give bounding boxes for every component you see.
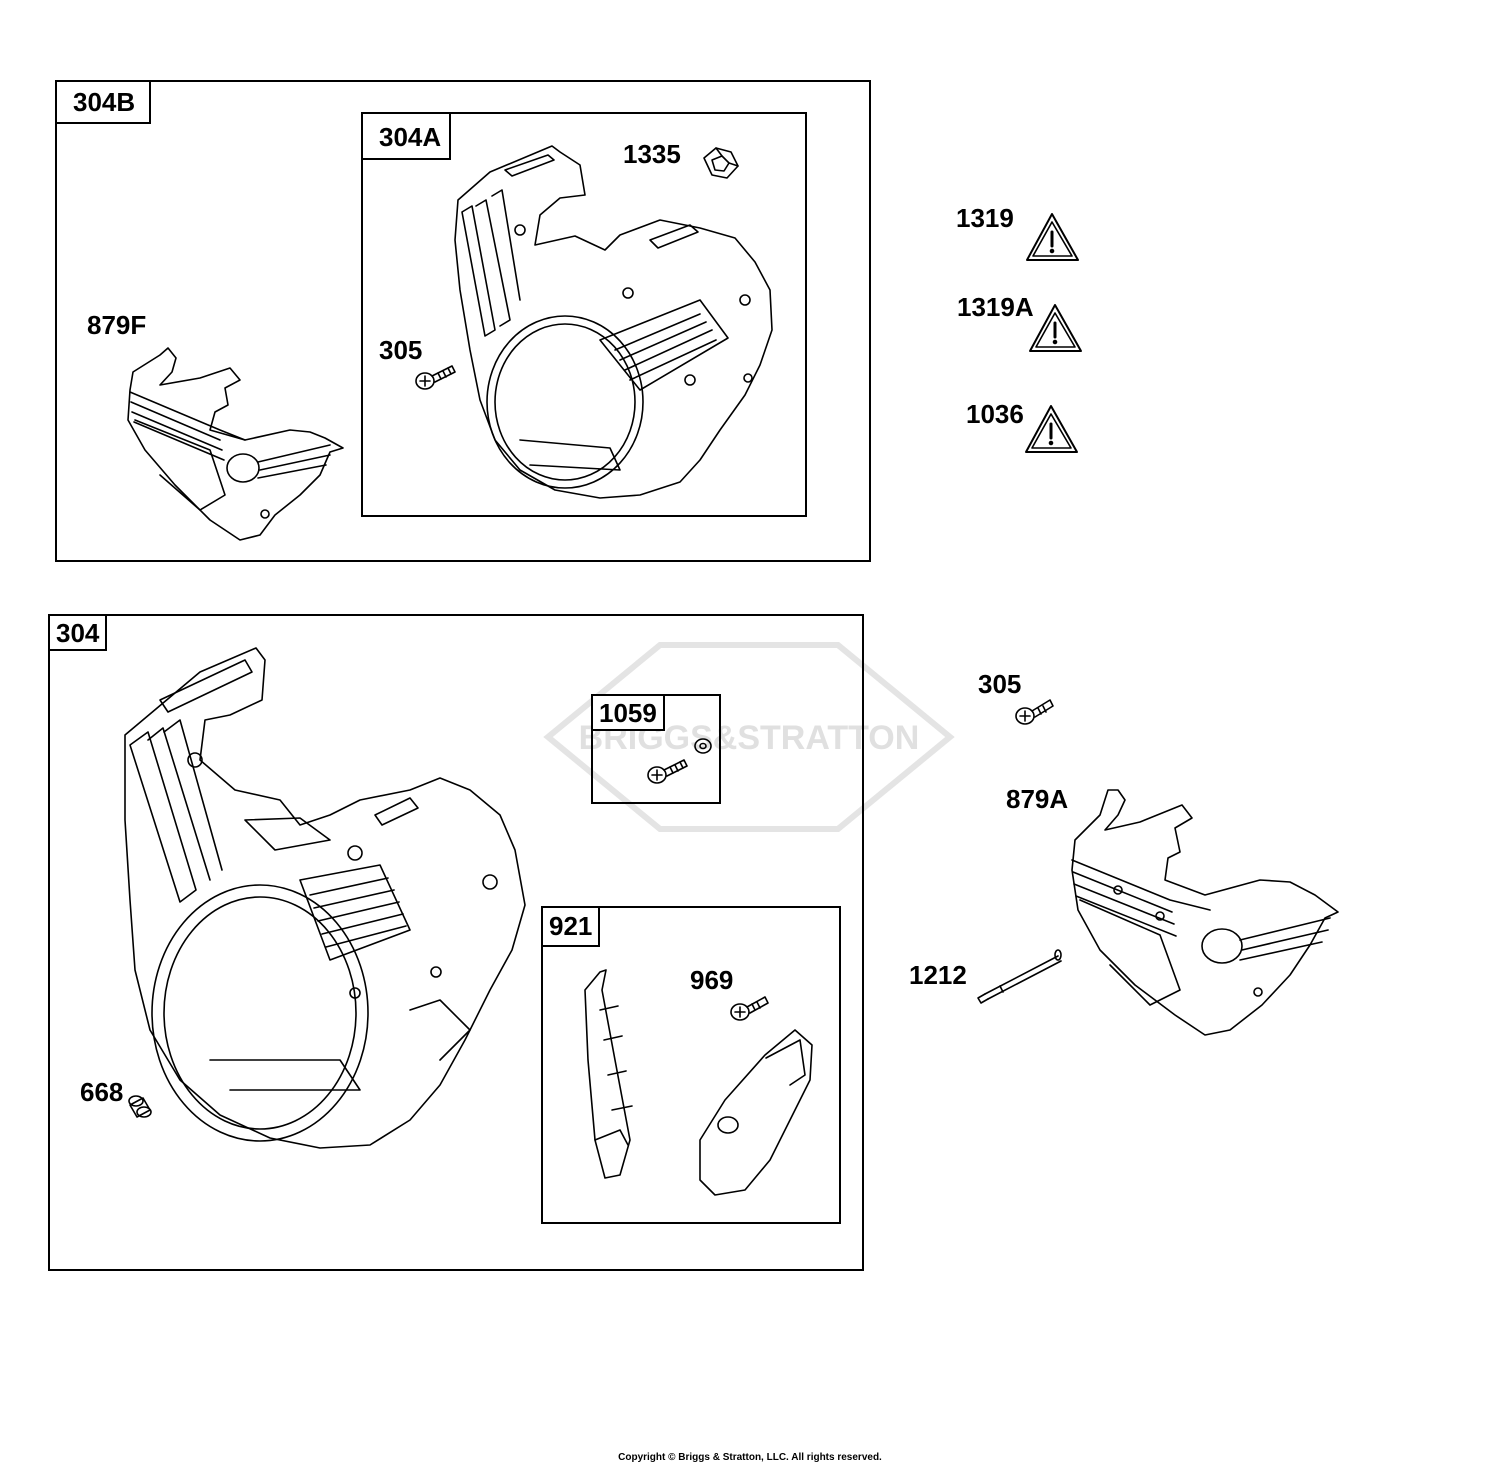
group-304-frame: 304 <box>48 614 864 1271</box>
callout-1212: 1212 <box>909 960 967 990</box>
warning-decal-1319A <box>1029 304 1082 352</box>
baffle-921 <box>584 969 813 1196</box>
copyright-footer: Copyright © Briggs & Stratton, LLC. All … <box>618 1452 882 1463</box>
group-304-tag: 304 <box>48 614 108 651</box>
group-304B-frame: 304B <box>55 80 871 562</box>
callout-305-right: 305 <box>978 669 1022 699</box>
callout-1335: 1335 <box>623 139 681 169</box>
screw-969 <box>730 996 769 1021</box>
group-304B-tag: 304B <box>55 80 152 124</box>
group-921-frame: 921 <box>541 906 841 1224</box>
blower-housing-304 <box>124 647 526 1149</box>
shroud-879A <box>1071 789 1339 1036</box>
shroud-879F <box>127 347 344 541</box>
group-304A-tag: 304A <box>361 112 452 160</box>
callout-305-upper: 305 <box>379 335 423 365</box>
callout-1319: 1319 <box>956 203 1014 233</box>
callout-1319A: 1319A <box>957 292 1034 322</box>
group-1059-tag: 1059 <box>591 694 665 731</box>
callout-879F: 879F <box>87 310 147 340</box>
callout-969: 969 <box>690 965 734 995</box>
warning-decal-1036 <box>1025 405 1078 453</box>
bushing-668 <box>128 1095 152 1118</box>
group-921-tag: 921 <box>541 906 601 947</box>
nut-part-1335 <box>703 147 739 179</box>
callout-879A: 879A <box>1006 784 1069 814</box>
blower-housing-304A <box>454 145 773 499</box>
group-1059-frame: 1059 <box>591 694 721 804</box>
screw-washer-1059 <box>647 738 712 784</box>
screw-305-upper <box>415 365 456 390</box>
warning-decal-1319 <box>1026 213 1079 261</box>
screw-305-right <box>1015 699 1054 725</box>
callout-1036: 1036 <box>966 399 1024 429</box>
group-304A-frame: 304A <box>361 112 807 517</box>
rod-1212 <box>977 949 1062 1004</box>
callout-668: 668 <box>80 1077 124 1107</box>
